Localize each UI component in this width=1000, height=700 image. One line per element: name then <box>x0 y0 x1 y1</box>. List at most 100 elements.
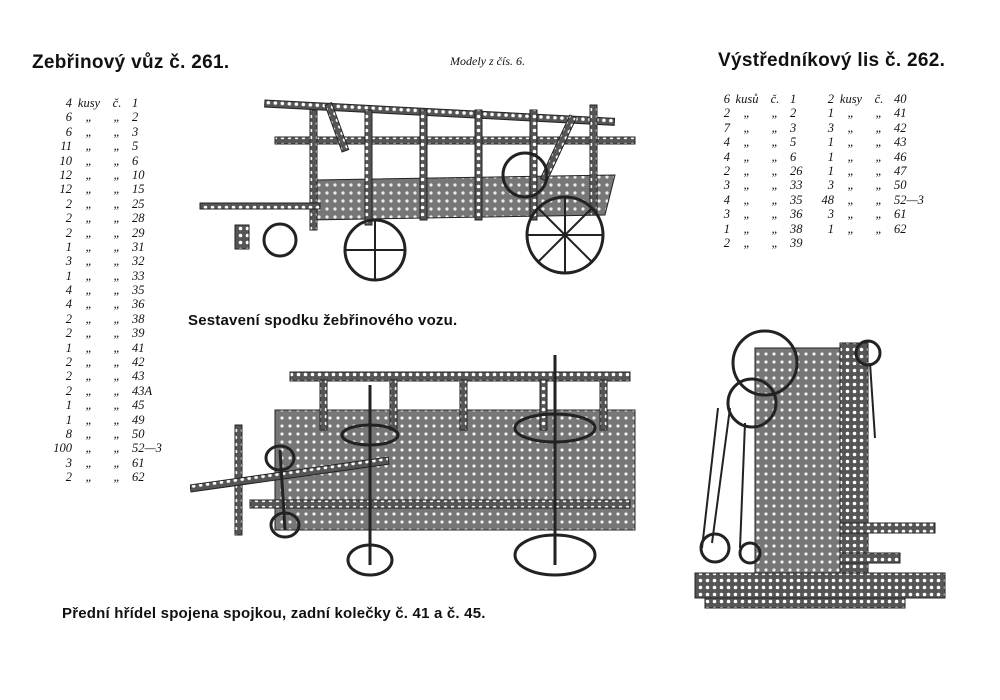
quantity: 48 <box>821 192 835 207</box>
parts-list-row: 8„„50 <box>44 427 176 441</box>
parts-list-row: 3„„61 <box>44 456 176 470</box>
quantity: 1 <box>827 135 834 150</box>
unit-label: kusy <box>839 92 863 106</box>
quantity: 12 <box>59 167 73 182</box>
parts-list-row: 2„„2 <box>702 106 834 120</box>
part-number: 26 <box>790 163 803 178</box>
ditto-mark: „ <box>85 340 93 355</box>
part-number: 61 <box>894 207 907 222</box>
parts-list-row: 2„„29 <box>44 226 176 240</box>
number-label: č. <box>874 92 884 106</box>
parts-list-row: 100„„52—3 <box>44 441 176 455</box>
part-number: 1 <box>790 92 797 106</box>
ditto-mark: „ <box>875 120 883 135</box>
ditto-mark: „ <box>771 163 779 178</box>
ditto-mark: „ <box>113 225 121 240</box>
part-number: 2 <box>790 106 797 121</box>
quantity: 2 <box>827 92 834 106</box>
ditto-mark: „ <box>743 163 751 178</box>
ditto-mark: „ <box>113 167 121 182</box>
quantity: 1 <box>65 340 72 355</box>
quantity: 3 <box>827 207 834 222</box>
part-number: 6 <box>790 149 797 164</box>
ditto-mark: „ <box>847 149 855 164</box>
parts-list-row: 2„„43 <box>44 369 176 383</box>
ditto-mark: „ <box>85 211 93 226</box>
quantity: 2 <box>65 470 72 485</box>
ditto-mark: „ <box>113 470 121 485</box>
parts-list-row: 1„„38 <box>702 222 834 236</box>
number-label: č. <box>112 96 122 110</box>
part-number: 43 <box>132 369 145 384</box>
ditto-mark: „ <box>771 120 779 135</box>
ditto-mark: „ <box>85 196 93 211</box>
parts-list-row: 4„„6 <box>702 150 834 164</box>
ditto-mark: „ <box>771 135 779 150</box>
parts-list-row: 2 „ „ 26 <box>702 164 834 178</box>
parts-list-row: 1„„31 <box>44 240 176 254</box>
parts-list-row: 3„„32 <box>44 254 176 268</box>
quantity: 2 <box>723 163 730 178</box>
ditto-mark: „ <box>113 326 121 341</box>
ditto-mark: „ <box>847 163 855 178</box>
quantity: 12 <box>59 182 73 197</box>
quantity: 4 <box>723 192 730 207</box>
quantity: 3 <box>827 178 834 193</box>
part-number: 36 <box>132 297 145 312</box>
ditto-mark: „ <box>113 211 121 226</box>
ditto-mark: „ <box>875 163 883 178</box>
ditto-mark: „ <box>875 192 883 207</box>
ditto-mark: „ <box>85 426 93 441</box>
parts-list-row: 4„„35 <box>702 193 834 207</box>
part-number: 2 <box>132 110 139 125</box>
parts-list-row: 2„„38 <box>44 312 176 326</box>
quantity: 3 <box>723 178 730 193</box>
ditto-mark: „ <box>85 441 93 456</box>
ditto-mark: „ <box>875 221 883 236</box>
parts-list-row: 1„„62 <box>806 222 938 236</box>
part-number: 32 <box>132 254 145 269</box>
part-number: 36 <box>790 207 803 222</box>
quantity: 2 <box>65 355 72 370</box>
quantity: 2 <box>65 196 72 211</box>
quantity: 4 <box>723 135 730 150</box>
ditto-mark: „ <box>743 178 751 193</box>
caption-chassis: Sestavení spodku žebřinového vozu. <box>188 312 458 329</box>
ditto-mark: „ <box>875 178 883 193</box>
part-number: 3 <box>790 120 797 135</box>
part-number: 38 <box>790 221 803 236</box>
part-number: 46 <box>894 149 907 164</box>
quantity: 2 <box>65 311 72 326</box>
unit-label: kusy <box>77 96 101 110</box>
quantity: 6 <box>65 124 72 139</box>
quantity: 4 <box>65 283 72 298</box>
quantity: 1 <box>827 163 834 178</box>
part-number: 1 <box>132 96 139 110</box>
ditto-mark: „ <box>847 178 855 193</box>
part-number: 41 <box>894 106 907 121</box>
ditto-mark: „ <box>113 268 121 283</box>
quantity: 6 <box>723 92 730 106</box>
quantity: 2 <box>65 211 72 226</box>
quantity: 3 <box>65 254 72 269</box>
ditto-mark: „ <box>113 153 121 168</box>
ditto-mark: „ <box>847 106 855 121</box>
ditto-mark: „ <box>113 139 121 154</box>
parts-list-row: 2„„28 <box>44 211 176 225</box>
part-number: 41 <box>132 340 145 355</box>
ditto-mark: „ <box>85 139 93 154</box>
part-number: 35 <box>132 283 145 298</box>
parts-list-row: 1„„47 <box>806 164 938 178</box>
ditto-mark: „ <box>113 110 121 125</box>
part-number: 52—3 <box>894 192 924 207</box>
parts-list-row: 48„„52—3 <box>806 193 938 207</box>
quantity: 2 <box>723 235 730 250</box>
part-number: 39 <box>790 235 803 250</box>
parts-list-row: 3„„42 <box>806 121 938 135</box>
ditto-mark: „ <box>85 254 93 269</box>
ditto-mark: „ <box>113 283 121 298</box>
part-number: 38 <box>132 311 145 326</box>
part-number: 5 <box>790 135 797 150</box>
part-number: 25 <box>132 196 145 211</box>
ditto-mark: „ <box>113 412 121 427</box>
